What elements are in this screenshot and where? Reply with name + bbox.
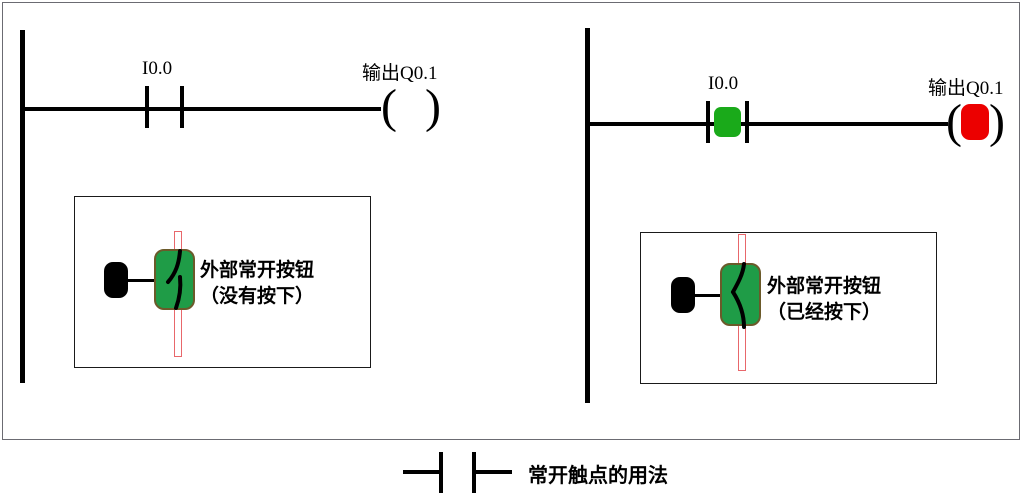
legend-wire-right: [474, 470, 512, 474]
rung-wire-left-segment-1: [20, 107, 148, 111]
contact-bar-left-a[interactable]: [145, 86, 149, 128]
contact-address-label-right: I0.0: [708, 73, 739, 94]
coil-paren-right-open: (: [946, 95, 962, 148]
illustration-caption-left-line2: （没有按下）: [200, 285, 315, 307]
contact-bar-right-a[interactable]: [706, 101, 710, 143]
contact-energized-indicator-right: [714, 107, 741, 137]
diagram-outer-frame: [2, 2, 1020, 440]
power-rail-right: [585, 28, 590, 403]
rung-wire-right-segment-2: [747, 122, 948, 126]
rung-wire-left-segment-2: [182, 107, 381, 111]
coil-label-right: 输出Q0.1: [928, 78, 1004, 99]
contact-bar-right-b[interactable]: [745, 101, 749, 143]
rung-wire-left-gap: [148, 107, 182, 111]
pushbutton-terminal-left: [104, 262, 128, 298]
illustration-caption-right-line2: （已经按下）: [767, 301, 882, 323]
legend-contact-bar-a: [439, 452, 443, 493]
power-rail-left: [20, 30, 25, 383]
pushbutton-lead-left: [126, 279, 168, 282]
rung-wire-right-segment-1: [585, 122, 709, 126]
coil-label-left: 输出Q0.1: [362, 63, 438, 84]
illustration-box-right: [640, 232, 937, 384]
illustration-box-left: [74, 196, 371, 368]
coil-paren-right-close: ): [989, 95, 1005, 148]
coil-paren-left-open: (: [381, 80, 397, 133]
legend-wire-left: [403, 470, 441, 474]
coil-energized-indicator-right: [961, 104, 989, 140]
switch-lever-left-icon: [166, 249, 183, 310]
contact-bar-left-b[interactable]: [180, 86, 184, 128]
illustration-caption-left-line1: 外部常开按钮: [200, 260, 315, 281]
illustration-caption-right: 外部常开按钮 （已经按下）: [767, 274, 881, 325]
pushbutton-terminal-right: [671, 277, 695, 313]
coil-paren-left-close: ): [425, 80, 441, 133]
legend-caption: 常开触点的用法: [528, 465, 668, 487]
illustration-caption-left: 外部常开按钮 （没有按下）: [200, 258, 314, 309]
contact-address-label-left: I0.0: [142, 58, 173, 79]
switch-lever-right-icon: [731, 262, 746, 329]
illustration-caption-right-line1: 外部常开按钮: [767, 276, 882, 297]
pushbutton-lead-right: [693, 294, 733, 297]
